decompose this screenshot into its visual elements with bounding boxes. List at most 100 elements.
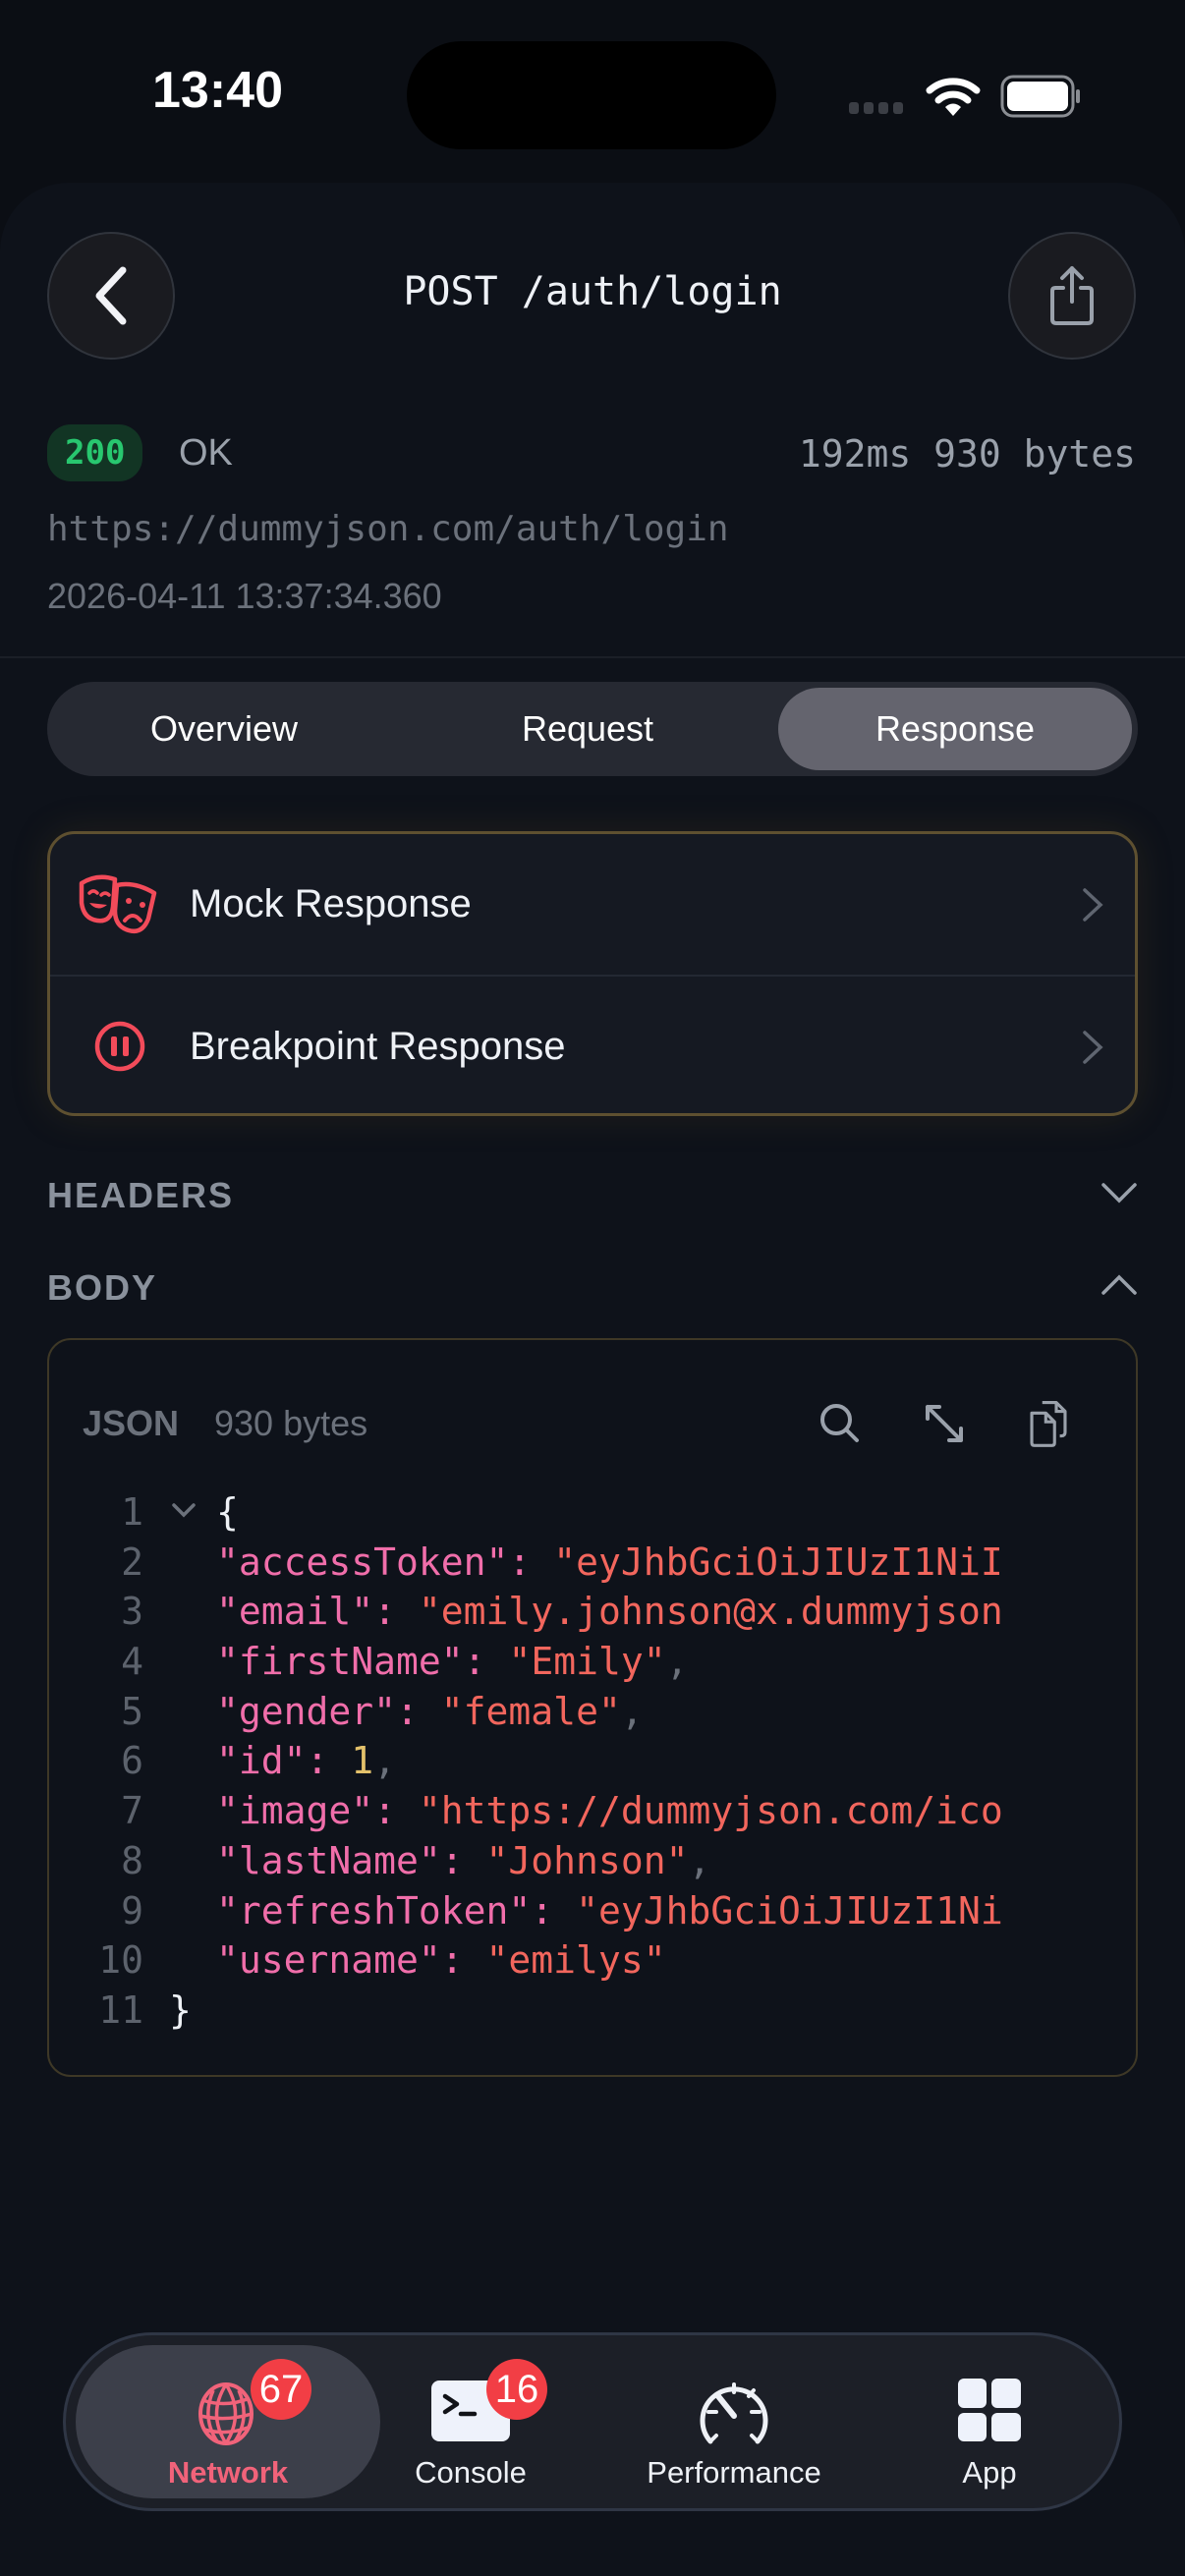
json-brace: } — [169, 1988, 192, 2032]
json-key: "gender" — [216, 1689, 397, 1733]
json-key: "email" — [216, 1590, 374, 1634]
json-colon: : — [396, 1689, 441, 1733]
json-comma: , — [620, 1689, 644, 1733]
tab-label: Overview — [149, 708, 299, 749]
line-number: 11 — [98, 1988, 143, 2032]
json-colon: : — [306, 1739, 352, 1783]
code-line: 4 "firstName": "Emily", — [49, 1637, 1136, 1687]
code-line: 8 "lastName": "Johnson", — [49, 1836, 1136, 1886]
json-key: "lastName" — [216, 1838, 441, 1882]
line-number: 8 — [121, 1838, 143, 1882]
tab-label: Console — [415, 2455, 527, 2490]
response-body-card: JSON 930 bytes 1 { 2 "accessToken": "eyJ… — [47, 1338, 1138, 2077]
body-size-label: 930 bytes — [214, 1403, 368, 1443]
tab-network[interactable]: 67 Network — [76, 2345, 380, 2498]
body-section-label: BODY — [47, 1267, 158, 1308]
json-value: "eyJhbGciOiJIUzI1NiI — [553, 1540, 1003, 1584]
json-colon: : — [373, 1789, 419, 1833]
line-number: 6 — [121, 1739, 143, 1783]
request-detail-sheet: POST /auth/login 200 OK 192ms 930 bytes … — [0, 183, 1185, 2576]
line-number: 7 — [121, 1789, 143, 1833]
copy-icon[interactable] — [1024, 1399, 1073, 1448]
json-key: "username" — [216, 1938, 441, 1983]
json-colon: : — [373, 1590, 419, 1634]
json-key: "id" — [216, 1739, 307, 1783]
detail-tabs: Overview Request Response — [47, 682, 1138, 776]
grid-icon — [958, 2379, 1021, 2441]
divider — [0, 656, 1185, 658]
request-timestamp: 2026-04-11 13:37:34.360 — [47, 576, 442, 616]
line-number: 10 — [98, 1938, 143, 1983]
network-count-badge: 67 — [251, 2359, 311, 2420]
body-section-toggle[interactable]: BODY — [47, 1267, 1138, 1316]
status-time: 13:40 — [152, 62, 283, 119]
json-colon: : — [440, 1838, 486, 1882]
tab-label: Response — [875, 708, 1036, 749]
line-number: 3 — [121, 1590, 143, 1634]
response-status-row: 200 OK 192ms 930 bytes — [47, 424, 1136, 481]
tab-label: Request — [521, 708, 654, 749]
response-actions-card: Mock Response Breakpoint Response — [47, 831, 1138, 1116]
json-value: "Johnson" — [485, 1838, 689, 1882]
json-value: "eyJhbGciOiJIUzI1Ni — [576, 1888, 1003, 1932]
json-value: "emily.johnson@x.dummyjson — [418, 1590, 1003, 1634]
code-line: 6 "id": 1, — [49, 1736, 1136, 1786]
tab-overview[interactable]: Overview — [47, 688, 401, 770]
code-line: 9 "refreshToken": "eyJhbGciOiJIUzI1Ni — [49, 1886, 1136, 1936]
status-text: OK — [179, 432, 233, 474]
tab-performance[interactable]: Performance — [616, 2345, 852, 2498]
code-line: 7 "image": "https://dummyjson.com/ico — [49, 1786, 1136, 1836]
pause-circle-icon — [94, 1021, 145, 1072]
battery-icon — [1000, 75, 1080, 118]
mock-response-label: Mock Response — [190, 882, 472, 925]
json-colon: : — [440, 1938, 486, 1983]
headers-section-toggle[interactable]: HEADERS — [47, 1175, 1138, 1224]
json-value: 1 — [351, 1739, 374, 1783]
body-type-label: JSON — [83, 1403, 180, 1443]
chevron-right-icon — [1083, 887, 1103, 922]
json-comma: , — [665, 1640, 689, 1684]
cellular-signal-icon — [849, 102, 903, 114]
tab-label: Network — [167, 2455, 289, 2490]
tab-response[interactable]: Response — [778, 688, 1132, 770]
json-comma: , — [373, 1739, 397, 1783]
divider — [50, 975, 1135, 977]
tab-label: App — [962, 2455, 1017, 2490]
json-value: "emilys" — [485, 1938, 666, 1983]
search-icon[interactable] — [816, 1399, 865, 1448]
code-line: 11 } — [49, 1986, 1136, 2036]
theater-masks-icon — [79, 874, 157, 933]
line-number: 2 — [121, 1540, 143, 1584]
json-key: "image" — [216, 1789, 374, 1833]
code-line: 2 "accessToken": "eyJhbGciOiJIUzI1NiI — [49, 1538, 1136, 1588]
line-number: 1 — [121, 1490, 143, 1534]
breakpoint-response-row[interactable]: Breakpoint Response — [50, 977, 1135, 1117]
json-comma: , — [688, 1838, 711, 1882]
fold-chevron-icon[interactable] — [171, 1501, 197, 1519]
chevron-right-icon — [1083, 1030, 1103, 1064]
mock-response-row[interactable]: Mock Response — [50, 834, 1135, 975]
json-colon: : — [508, 1540, 554, 1584]
tab-console[interactable]: 16 Console — [382, 2345, 559, 2498]
share-button[interactable] — [1008, 232, 1136, 360]
response-metrics: 192ms 930 bytes — [798, 432, 1136, 476]
tab-request[interactable]: Request — [411, 688, 764, 770]
status-bar: 13:40 — [0, 0, 1185, 177]
chevron-left-icon — [95, 266, 127, 325]
chevron-down-icon — [1101, 1183, 1137, 1204]
expand-icon[interactable] — [920, 1399, 969, 1448]
json-viewer: 1 { 2 "accessToken": "eyJhbGciOiJIUzI1Ni… — [49, 1487, 1136, 2038]
back-button[interactable] — [47, 232, 175, 360]
json-key: "accessToken" — [216, 1540, 509, 1584]
json-colon: : — [531, 1888, 577, 1932]
line-number: 5 — [121, 1689, 143, 1733]
json-brace: { — [216, 1490, 239, 1534]
line-number: 4 — [121, 1640, 143, 1684]
breakpoint-response-label: Breakpoint Response — [190, 1025, 566, 1068]
bottom-tab-bar: 67 Network 16 Console Performance App — [63, 2332, 1122, 2511]
json-key: "firstName" — [216, 1640, 464, 1684]
line-number: 9 — [121, 1888, 143, 1932]
code-line: 5 "gender": "female", — [49, 1687, 1136, 1737]
headers-section-label: HEADERS — [47, 1175, 235, 1215]
tab-app[interactable]: App — [901, 2345, 1078, 2498]
